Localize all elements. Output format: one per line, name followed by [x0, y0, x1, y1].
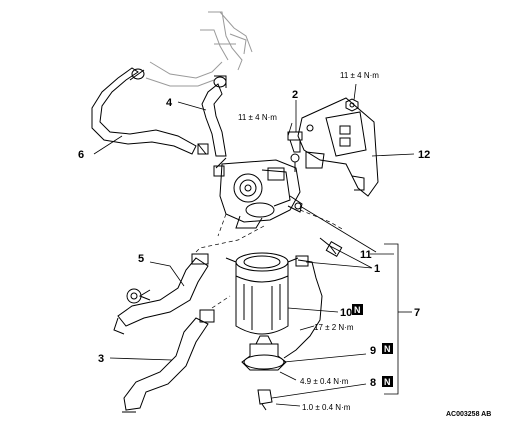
priming-pump-assembly — [213, 157, 303, 229]
callout-10: 10 — [340, 307, 352, 319]
fuel-hose-4 — [201, 75, 227, 157]
callout-6: 6 — [78, 149, 84, 161]
routing-lines — [193, 209, 345, 309]
callout-9: 9 — [370, 345, 376, 357]
callout-12: 12 — [418, 149, 430, 161]
torque-specs: 11 ± 4 N·m 11 ± 4 N·m 17 ± 2 N·m 4.9 ± 0… — [238, 71, 379, 412]
harness-connector-1 — [283, 237, 343, 359]
badge-10: N — [354, 305, 361, 315]
bracket-12 — [297, 97, 379, 197]
callout-11: 11 — [360, 249, 372, 261]
callout-3: 3 — [98, 353, 104, 365]
callout-8: 8 — [370, 377, 376, 389]
badge-10-box — [352, 304, 363, 315]
torque-pump-bolt: 11 ± 4 N·m — [238, 113, 277, 122]
badge-8-box — [382, 376, 393, 387]
callout-1: 1 — [374, 263, 380, 275]
badge-9: N — [384, 344, 391, 354]
fuel-filter-10 — [225, 252, 299, 335]
fuel-hose-6 — [91, 67, 209, 155]
fuel-hose-5 — [113, 253, 209, 335]
callout-2: 2 — [292, 89, 298, 101]
callout-4: 4 — [166, 97, 173, 109]
torque-drain-plug: 1.0 ± 0.4 N·m — [302, 403, 351, 412]
background-piping — [145, 11, 253, 87]
torque-sensor: 4.9 ± 0.4 N·m — [300, 377, 349, 386]
torque-filter: 17 ± 2 N·m — [314, 323, 354, 332]
leader-lines — [93, 83, 415, 407]
fuel-hose-3 — [122, 309, 215, 413]
water-sensor-9 — [241, 335, 287, 371]
figure-code: AC003258 AB — [446, 411, 491, 418]
badge-9-box — [382, 343, 393, 354]
callout-labels: 6 4 2 12 11 1 5 3 10 9 8 7 — [78, 89, 430, 389]
badge-8: N — [384, 377, 391, 387]
torque-bracket-bolt: 11 ± 4 N·m — [340, 71, 379, 80]
drain-plug-8 — [257, 389, 273, 411]
callout-5: 5 — [138, 253, 144, 265]
replace-badges: N N N — [352, 304, 393, 387]
callout-7: 7 — [414, 307, 420, 319]
bracket-bolt — [345, 98, 359, 112]
